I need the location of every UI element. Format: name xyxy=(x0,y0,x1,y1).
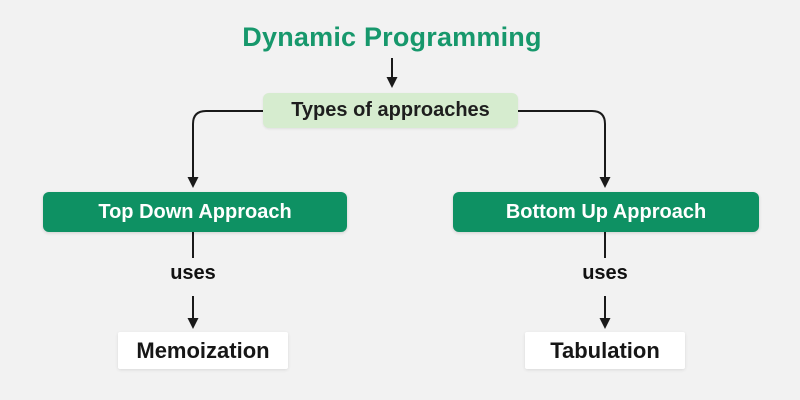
node-bottom-up-approach: Bottom Up Approach xyxy=(453,192,759,232)
arrowhead-types-to-topdown xyxy=(187,177,199,188)
node-memoization-label: Memoization xyxy=(136,337,270,363)
edge-label-uses-left: uses xyxy=(170,262,216,284)
arrow-types-to-bottomup xyxy=(518,110,606,177)
node-tabulation-label: Tabulation xyxy=(550,337,660,363)
arrowhead-uses-to-tabulation xyxy=(599,318,611,329)
node-top-down-label: Top Down Approach xyxy=(98,200,292,223)
node-types-of-approaches: Types of approaches xyxy=(263,93,518,128)
node-top-down-approach: Top Down Approach xyxy=(43,192,347,232)
diagram-title: Dynamic Programming xyxy=(242,22,542,52)
arrowhead-title-to-types xyxy=(386,77,398,88)
arrow-types-to-topdown xyxy=(192,110,263,177)
edge-label-uses-right: uses xyxy=(582,262,628,284)
node-tabulation: Tabulation xyxy=(525,332,685,369)
arrowhead-uses-to-memoization xyxy=(187,318,199,329)
node-bottom-up-label: Bottom Up Approach xyxy=(505,200,707,223)
node-types-label: Types of approaches xyxy=(291,99,490,121)
arrowhead-types-to-bottomup xyxy=(599,177,611,188)
node-memoization: Memoization xyxy=(118,332,288,369)
